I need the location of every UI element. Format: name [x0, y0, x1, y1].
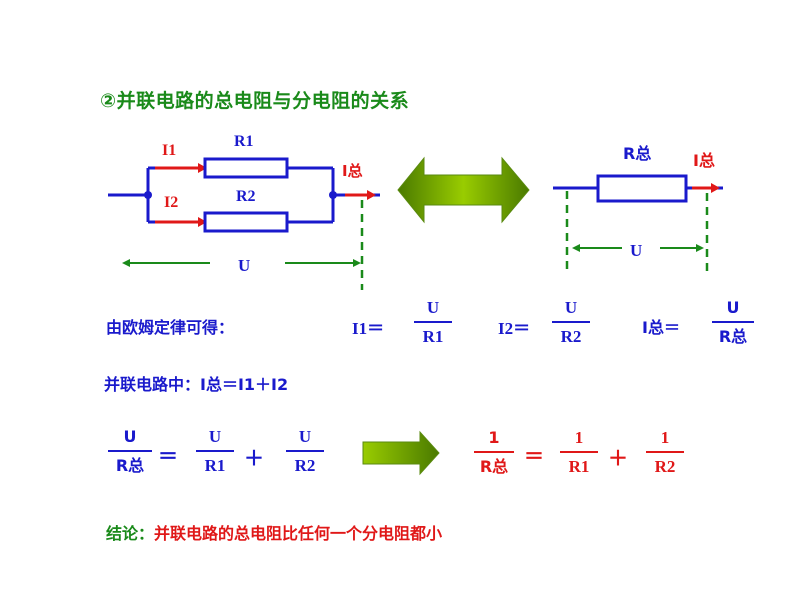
numerator: U	[298, 427, 312, 446]
eq1-fraction: U R1	[414, 297, 452, 348]
eq2-denominator: R2	[560, 327, 582, 346]
eq-current-arrowhead	[711, 183, 720, 193]
label-r1: R1	[234, 133, 254, 150]
right-arrow-icon	[362, 430, 440, 476]
double-arrow-icon	[397, 156, 530, 224]
denominator: R1	[568, 457, 590, 476]
parallel-circuit	[108, 157, 380, 290]
resistor-r2	[203, 211, 289, 233]
fraction-bar	[712, 321, 754, 323]
fraction-bar	[474, 451, 514, 453]
numerator: 1	[660, 428, 670, 447]
eq2-lhs: I2＝	[498, 319, 531, 338]
denominator: R总	[115, 456, 145, 475]
resistor-r1	[203, 157, 289, 179]
eq1-numerator: U	[426, 298, 440, 317]
deriv-right-plus: ＋	[608, 448, 628, 470]
ohm-law-label: 由欧姆定律可得：	[106, 318, 235, 337]
denominator: R2	[654, 457, 676, 476]
numerator: 1	[488, 428, 500, 447]
fraction-bar	[414, 321, 452, 323]
eq3-numerator: U	[726, 298, 740, 317]
numerator: U	[123, 427, 137, 446]
label-voltage: U	[238, 256, 251, 275]
label-eq-voltage: U	[630, 241, 643, 260]
branch2-arrowhead	[198, 217, 207, 227]
deriv-right-term2: 1 R1	[560, 427, 598, 478]
eq3-denominator: R总	[718, 327, 748, 346]
conclusion-text: 并联电路的总电阻比任何一个分电阻都小	[154, 524, 443, 543]
deriv-left-plus: ＋	[244, 448, 264, 470]
label-i2: I2	[164, 194, 179, 211]
numerator: 1	[574, 428, 584, 447]
fraction-bar	[196, 450, 234, 452]
eq1-lhs: I1＝	[352, 319, 385, 338]
voltage-arrowhead-left	[122, 259, 130, 267]
numerator: U	[208, 427, 222, 446]
voltage-arrowhead-right	[353, 259, 361, 267]
eq3-fraction: U R总	[712, 297, 754, 348]
deriv-right-equals: ＝	[524, 446, 544, 468]
fraction-bar	[108, 450, 152, 452]
deriv-left-term3: U R2	[286, 426, 324, 477]
fraction-bar	[552, 321, 590, 323]
resistor-rtotal	[596, 174, 688, 203]
eq-voltage-arrowhead-right	[696, 244, 704, 252]
eq1-denominator: R1	[422, 327, 444, 346]
current-relation: 并联电路中：I总＝I1＋I2	[104, 375, 289, 394]
denominator: R总	[479, 457, 509, 476]
total-current-arrowhead	[367, 190, 376, 200]
fraction-bar	[286, 450, 324, 452]
deriv-right-term1: 1 R总	[474, 427, 514, 478]
deriv-left-term1: U R总	[108, 426, 152, 477]
label-r2: R2	[236, 188, 256, 205]
slide-title: ②并联电路的总电阻与分电阻的关系	[100, 90, 410, 112]
eq-voltage-arrowhead-left	[572, 244, 580, 252]
eq3-lhs: I总＝	[642, 318, 680, 337]
conclusion-label: 结论：	[106, 524, 155, 543]
fraction-bar	[560, 451, 598, 453]
equivalent-circuit	[553, 174, 723, 275]
deriv-left-term2: U R1	[196, 426, 234, 477]
label-itotal: I总	[342, 162, 363, 180]
deriv-left-equals: ＝	[158, 446, 178, 468]
denominator: R1	[204, 456, 226, 475]
denominator: R2	[294, 456, 316, 475]
branch1-arrowhead	[198, 163, 207, 173]
label-eq-itotal: I总	[693, 151, 715, 170]
eq2-numerator: U	[564, 298, 578, 317]
label-i1: I1	[162, 142, 177, 159]
fraction-bar	[646, 451, 684, 453]
eq2-fraction: U R2	[552, 297, 590, 348]
deriv-right-term3: 1 R2	[646, 427, 684, 478]
conclusion: 结论：并联电路的总电阻比任何一个分电阻都小	[106, 520, 442, 544]
left-junction	[144, 191, 152, 199]
label-rtotal: R总	[623, 144, 652, 163]
